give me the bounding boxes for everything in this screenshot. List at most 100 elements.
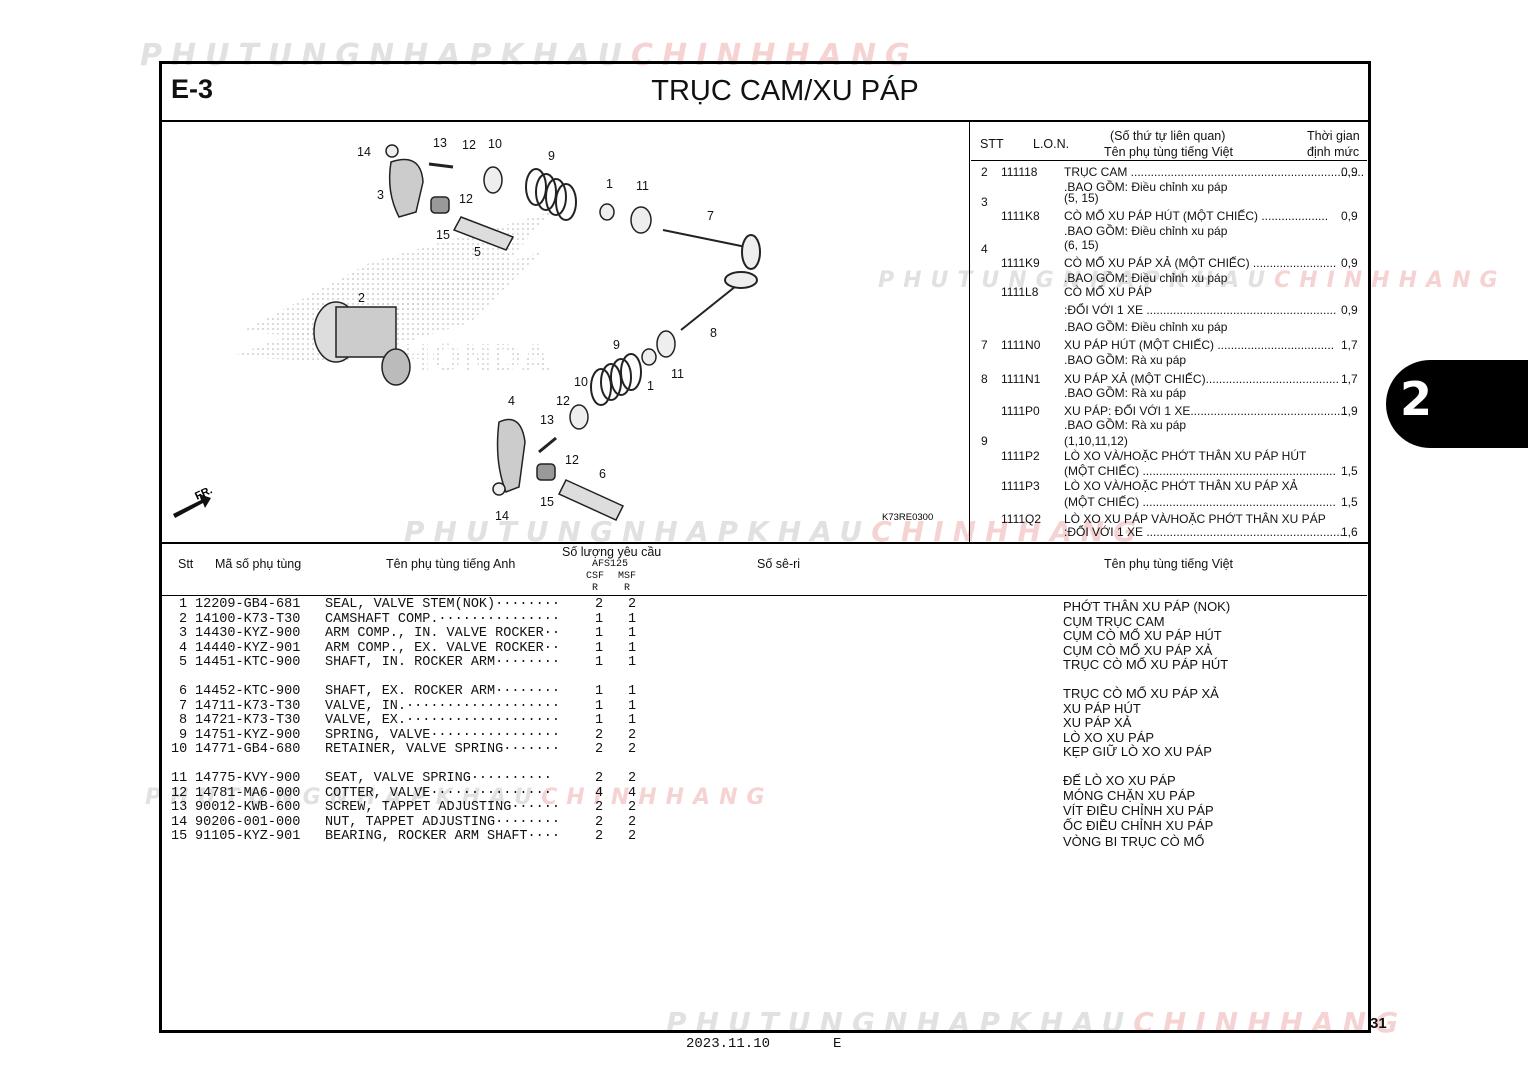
row-part-number: 90012-KWB-600 — [195, 800, 301, 815]
ref-row-text: CÒ MỔ XU PÁP XẢ (MỘT CHIẾC) ............… — [1064, 256, 1337, 270]
callout-12-top: 12 — [462, 138, 476, 152]
rocker-shaft-in-part — [452, 216, 515, 251]
table-header-name-vi: Tên phụ tùng tiếng Việt — [1104, 557, 1234, 571]
ref-header-name-vi: Tên phụ tùng tiếng Việt — [1104, 145, 1234, 159]
row-name-vi: LÒ XO XU PÁP — [1063, 730, 1155, 745]
row-name-vi: VÍT ĐIỀU CHỈNH XU PÁP — [1063, 803, 1214, 818]
ref-row-lon: 1111K8 — [1001, 209, 1040, 223]
row-qty-msf: 1 — [628, 699, 637, 714]
callout-13-bottom: 13 — [540, 413, 554, 427]
ref-row-time: 1,7 — [1341, 372, 1358, 386]
ref-header-lon: L.O.N. — [1033, 137, 1070, 151]
callout-14-bottom: 14 — [495, 509, 509, 523]
ref-row-text: LÒ XO VÀ/HOẶC PHỚT THÂN XU PÁP XẢ — [1064, 479, 1298, 493]
row-name-en: SHAFT, EX. ROCKER ARM········ — [325, 684, 560, 699]
row-name-vi: XU PÁP HÚT — [1063, 701, 1141, 716]
table-header-msf-r: R — [624, 583, 631, 594]
row-name-vi: PHỚT THÂN XU PÁP (NOK) — [1063, 599, 1231, 614]
row-name-vi: MÓNG CHẶN XU PÁP — [1063, 788, 1196, 803]
row-qty-csf: 2 — [595, 728, 604, 743]
row-name-en: COTTER, VALVE··············· — [325, 786, 552, 801]
ref-row-lon: 1111P2 — [1001, 449, 1040, 463]
retainer-seat-parts — [385, 144, 676, 496]
row-part-number: 14781-MA6-000 — [195, 786, 301, 801]
row-stt: 15 — [171, 829, 188, 844]
row-name-vi: ĐẾ LÒ XO XU PÁP — [1063, 773, 1176, 788]
row-qty-csf: 4 — [595, 786, 604, 801]
ref-row-lon: 1111Q2 — [1001, 512, 1042, 526]
table-header-part-no: Mã số phụ tùng — [215, 557, 302, 571]
ref-row-text: .BAO GỒM: Rà xu páp — [1064, 386, 1187, 400]
row-part-number: 14771-GB4-680 — [195, 742, 301, 757]
row-qty-msf: 2 — [628, 728, 637, 743]
row-part-number: 14711-K73-T30 — [195, 699, 301, 714]
ref-row-lon: 111118 — [1001, 165, 1038, 179]
front-arrow-icon — [173, 494, 211, 518]
callout-14-top: 14 — [357, 145, 371, 159]
ref-row-stt: 8 — [981, 372, 988, 386]
diagram-ref-code: K73RE0300 — [882, 512, 933, 523]
ref-row-text: .BAO GỒM: Điều chỉnh xu páp — [1064, 224, 1228, 238]
row-part-number: 14452-KTC-900 — [195, 684, 301, 699]
row-stt: 5 — [179, 655, 188, 670]
chapter-tab: 2 — [1386, 360, 1528, 448]
row-name-en: SEAT, VALVE SPRING·········· — [325, 771, 552, 786]
row-stt: 9 — [179, 728, 188, 743]
row-stt: 6 — [179, 684, 188, 699]
row-name-en: SCREW, TAPPET ADJUSTING······ — [325, 800, 560, 815]
ref-row-time: 0,9 — [1341, 256, 1358, 270]
ref-row-stt: 2 — [981, 165, 988, 179]
row-name-vi: KẸP GIỮ LÒ XO XU PÁP — [1063, 744, 1212, 759]
row-part-number: 14430-KYZ-900 — [195, 626, 301, 641]
row-part-number: 90206-001-000 — [195, 815, 301, 830]
ref-row-text: (MỘT CHIẾC) ............................… — [1064, 464, 1336, 478]
callout-9-bottom: 9 — [613, 338, 620, 352]
callout-6: 6 — [599, 467, 606, 481]
row-part-number: 14721-K73-T30 — [195, 713, 301, 728]
callout-1-top: 1 — [606, 177, 613, 191]
row-qty-msf: 2 — [628, 597, 637, 612]
row-name-vi: CỤM TRỤC CAM — [1063, 614, 1165, 629]
section-code: E-3 — [171, 74, 214, 104]
ref-row-lon: 1111N0 — [1001, 338, 1041, 352]
row-qty-msf: 2 — [628, 829, 637, 844]
ref-row-text: (1,10,11,12) — [1064, 434, 1128, 448]
diagram-divider — [159, 542, 1368, 544]
ref-row-text: CÒ MỔ XU PÁP HÚT (MỘT CHIẾC) ...........… — [1064, 209, 1329, 223]
table-header-csf-r: R — [592, 583, 599, 594]
row-qty-csf: 1 — [595, 641, 604, 656]
watermark-table: PHUTUNGNHAPKHAUCHINHHANG — [145, 785, 774, 810]
ref-row-time: 1,7 — [1341, 338, 1358, 352]
row-qty-msf: 2 — [628, 815, 637, 830]
row-qty-msf: 2 — [628, 742, 637, 757]
row-qty-msf: 1 — [628, 612, 637, 627]
row-name-en: CAMSHAFT COMP.··············· — [325, 612, 560, 627]
row-stt: 10 — [171, 742, 188, 757]
callout-10-bottom: 10 — [574, 375, 588, 389]
row-part-number: 14100-K73-T30 — [195, 612, 301, 627]
row-stt: 12 — [171, 786, 188, 801]
ref-row-time: 1,6 — [1341, 525, 1358, 539]
row-stt: 3 — [179, 626, 188, 641]
ref-row-time: 0,9 — [1341, 165, 1358, 179]
row-qty-csf: 1 — [595, 684, 604, 699]
header-divider — [159, 120, 1368, 122]
row-name-vi: CỤM CÒ MỔ XU PÁP HÚT — [1063, 628, 1222, 643]
row-part-number: 91105-KYZ-901 — [195, 829, 301, 844]
row-qty-csf: 1 — [595, 713, 604, 728]
callout-10-top: 10 — [488, 137, 502, 151]
ref-row-time: 1,5 — [1341, 495, 1358, 509]
row-name-en: ARM COMP., EX. VALVE ROCKER·· — [325, 641, 560, 656]
callout-9-top: 9 — [548, 149, 555, 163]
callout-11-bottom: 11 — [671, 367, 684, 381]
ref-row-text: LÒ XO VÀ/HOẶC PHỚT THÂN XU PÁP HÚT — [1064, 449, 1307, 463]
table-header-serial: Số sê-ri — [757, 557, 801, 571]
row-name-en: SHAFT, IN. ROCKER ARM········ — [325, 655, 560, 670]
ref-row-time: 0,9 — [1341, 303, 1358, 317]
ref-header-stt: STT — [980, 137, 1004, 151]
valve-spring-parts — [525, 168, 642, 406]
footer-letter: E — [833, 1036, 842, 1052]
row-stt: 14 — [171, 815, 188, 830]
ref-row-text: :ĐỔI VỚI 1 XE ..........................… — [1064, 303, 1337, 317]
ref-row-lon: 1111P3 — [1001, 479, 1040, 493]
